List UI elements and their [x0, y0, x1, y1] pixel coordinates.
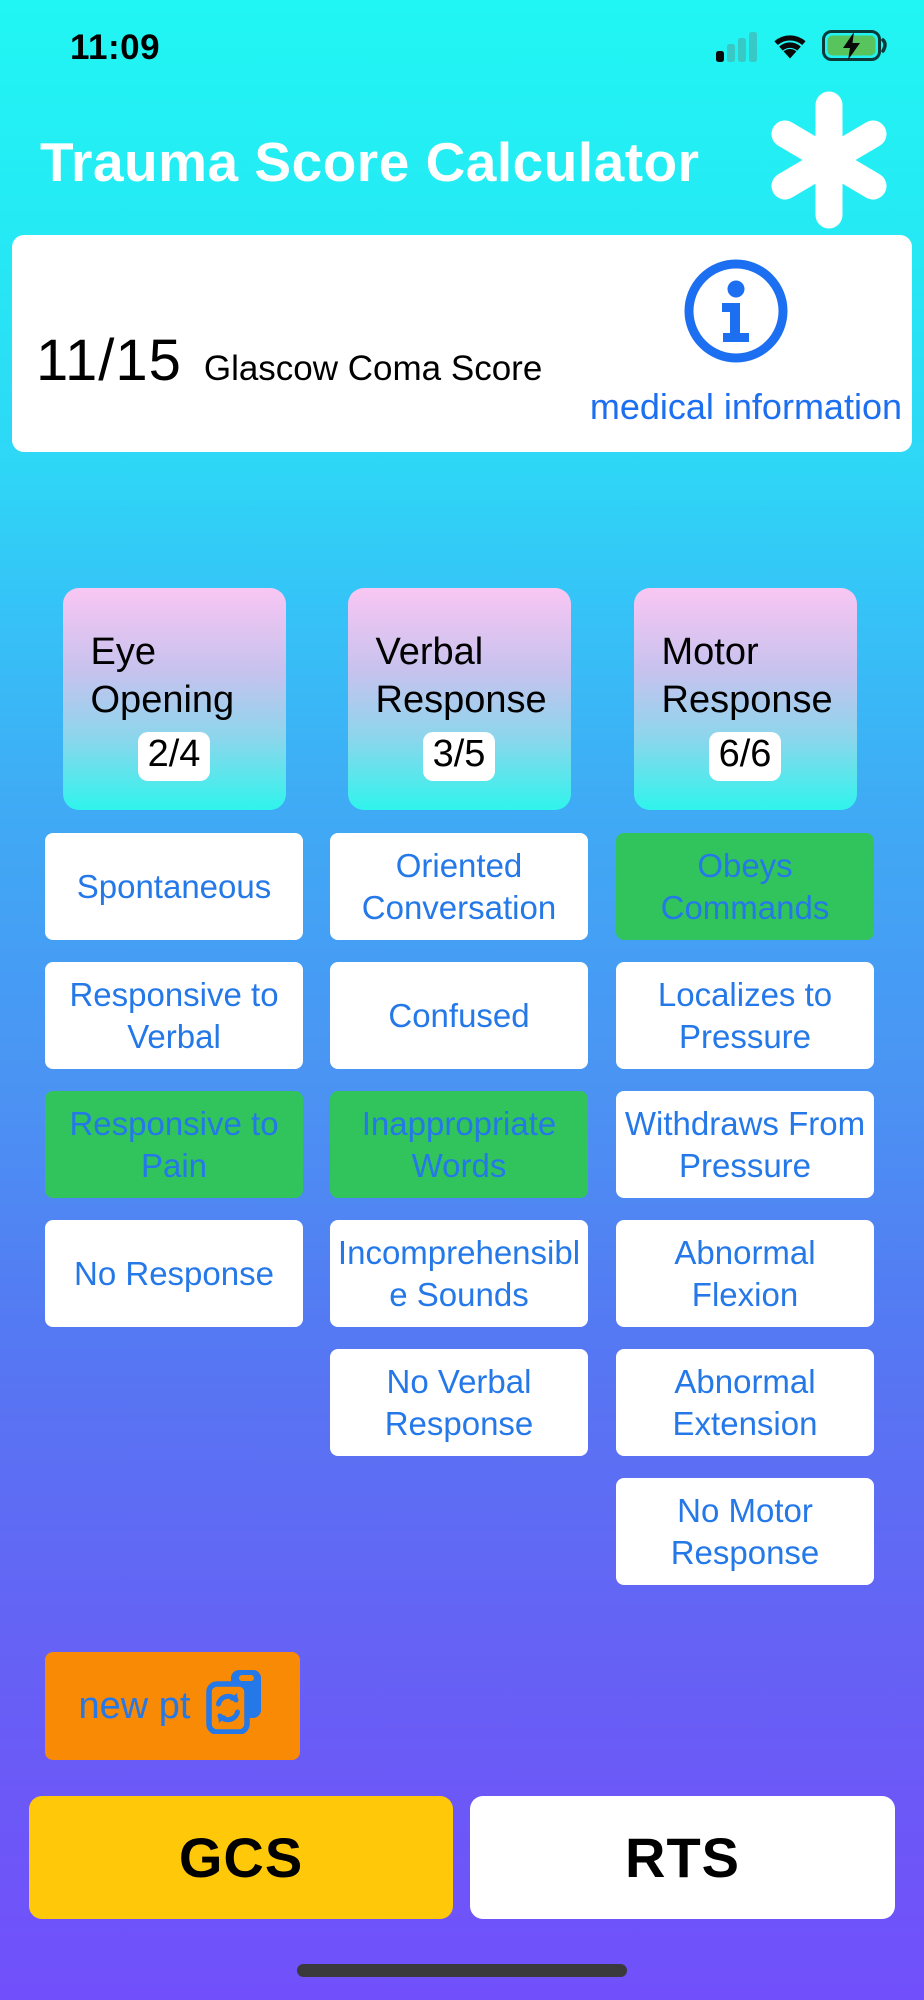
home-indicator[interactable] [297, 1964, 627, 1977]
new-patient-button[interactable]: new pt [45, 1652, 300, 1760]
battery-charging-icon [822, 29, 888, 67]
option-button-responsive-to-verbal[interactable]: Responsive to Verbal [45, 962, 303, 1069]
category-score-badge: 2/4 [137, 732, 211, 781]
score-card: 11/15 Glascow Coma Score medical informa… [12, 235, 912, 452]
gcs-total-score: 11/15 [36, 328, 182, 393]
status-bar: 11:09 [0, 18, 924, 78]
option-button-obeys-commands[interactable]: Obeys Commands [616, 833, 874, 940]
category-title: Motor Response [661, 631, 833, 721]
category-title: Verbal Response [375, 631, 547, 721]
wifi-icon [770, 31, 810, 66]
category-score-badge: 3/5 [422, 732, 496, 781]
cellular-signal-icon [716, 30, 758, 67]
app-title: Trauma Score Calculator [40, 131, 700, 193]
category-tile-motor-response: Motor Response 6/6 [633, 588, 857, 810]
option-button-confused[interactable]: Confused [330, 962, 588, 1069]
category-tile-verbal-response: Verbal Response 3/5 [347, 588, 571, 810]
option-button-abnormal-extension[interactable]: Abnormal Extension [616, 1349, 874, 1456]
rts-tab-button[interactable]: RTS [470, 1796, 895, 1919]
status-icons [716, 29, 888, 67]
category-title: Eye Opening [90, 631, 235, 721]
option-button-no-response[interactable]: No Response [45, 1220, 303, 1327]
option-button-inappropriate-words[interactable]: Inappropriate Words [330, 1091, 588, 1198]
category-tile-eye-opening: Eye Opening 2/4 [62, 588, 286, 810]
option-button-withdraws-from-pressure[interactable]: Withdraws From Pressure [616, 1091, 874, 1198]
gcs-tab-button[interactable]: GCS [29, 1796, 453, 1919]
option-button-localizes-to-pressure[interactable]: Localizes to Pressure [616, 962, 874, 1069]
gcs-score-label: Glascow Coma Score [203, 349, 543, 388]
option-button-responsive-to-pain[interactable]: Responsive to Pain [45, 1091, 303, 1198]
option-button-no-motor-response[interactable]: No Motor Response [616, 1478, 874, 1585]
clock: 11:09 [70, 28, 161, 67]
score-row: 11/15 Glascow Coma Score [36, 327, 542, 394]
category-score-badge: 6/6 [708, 732, 782, 781]
option-button-incomprehensible-sounds[interactable]: Incomprehensible Sounds [330, 1220, 588, 1327]
asterisk-icon [768, 91, 890, 234]
info-icon[interactable] [680, 255, 792, 372]
option-button-oriented-conversation[interactable]: Oriented Conversation [330, 833, 588, 940]
option-button-spontaneous[interactable]: Spontaneous [45, 833, 303, 940]
duplicate-refresh-icon [204, 1668, 266, 1744]
option-button-abnormal-flexion[interactable]: Abnormal Flexion [616, 1220, 874, 1327]
option-button-no-verbal-response[interactable]: No Verbal Response [330, 1349, 588, 1456]
medical-information-link[interactable]: medical information [589, 386, 902, 427]
new-patient-label: new pt [78, 1684, 191, 1727]
header: Trauma Score Calculator [0, 91, 924, 234]
